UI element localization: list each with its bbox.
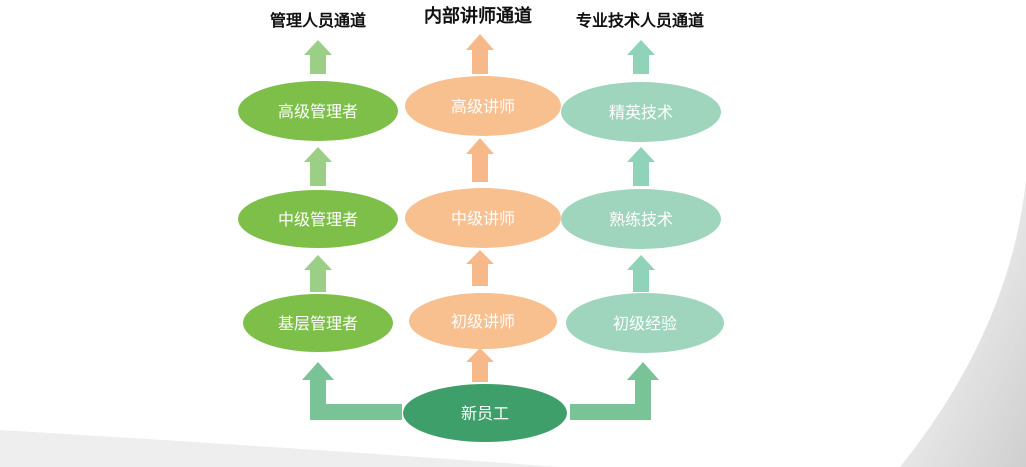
technical-node-middle-label: 熟练技术	[609, 210, 673, 229]
new-employee-node: 新员工	[403, 384, 567, 442]
management-node-junior-label: 基层管理者	[278, 314, 358, 333]
technical-channel-title: 专业技术人员通道	[576, 11, 704, 30]
new-employee-label: 新员工	[461, 404, 509, 423]
technical-node-junior-label: 初级经验	[613, 314, 677, 333]
management-node-middle: 中级管理者	[238, 190, 398, 248]
lecturer-up-arrow-middle	[466, 138, 494, 182]
management-up-arrow-bottom	[304, 255, 332, 292]
page-curl-decoration	[900, 180, 1026, 467]
technical-up-arrow-top	[627, 40, 655, 74]
lecturer-node-middle: 中级讲师	[405, 188, 561, 248]
lecturer-channel-title: 内部讲师通道	[424, 5, 532, 27]
lecturer-node-senior-label: 高级讲师	[451, 97, 515, 116]
technical-up-arrow-middle	[627, 147, 655, 186]
management-up-arrow-top	[304, 40, 332, 74]
management-node-junior: 基层管理者	[243, 294, 393, 352]
lecturer-node-junior-label: 初级讲师	[451, 312, 515, 331]
lecturer-node-middle-label: 中级讲师	[451, 209, 515, 228]
management-node-senior-label: 高级管理者	[278, 102, 358, 121]
origin-to-management-connector	[302, 362, 402, 420]
management-channel-title: 管理人员通道	[270, 11, 366, 30]
technical-node-middle: 熟练技术	[561, 189, 721, 249]
technical-node-senior: 精英技术	[561, 82, 721, 142]
page-shadow-decoration	[0, 430, 560, 467]
lecturer-up-arrow-top	[466, 34, 494, 74]
lecturer-node-senior: 高级讲师	[405, 76, 561, 136]
management-node-middle-label: 中级管理者	[278, 210, 358, 229]
technical-node-junior: 初级经验	[566, 293, 724, 353]
lecturer-node-junior: 初级讲师	[409, 293, 557, 349]
technical-up-arrow-bottom	[627, 255, 655, 292]
technical-node-senior-label: 精英技术	[609, 103, 673, 122]
lecturer-up-arrow-lower	[466, 250, 494, 286]
management-up-arrow-middle	[304, 147, 332, 186]
management-node-senior: 高级管理者	[238, 81, 398, 141]
origin-to-technical-connector	[570, 362, 659, 420]
lecturer-up-arrow-origin	[466, 348, 494, 382]
